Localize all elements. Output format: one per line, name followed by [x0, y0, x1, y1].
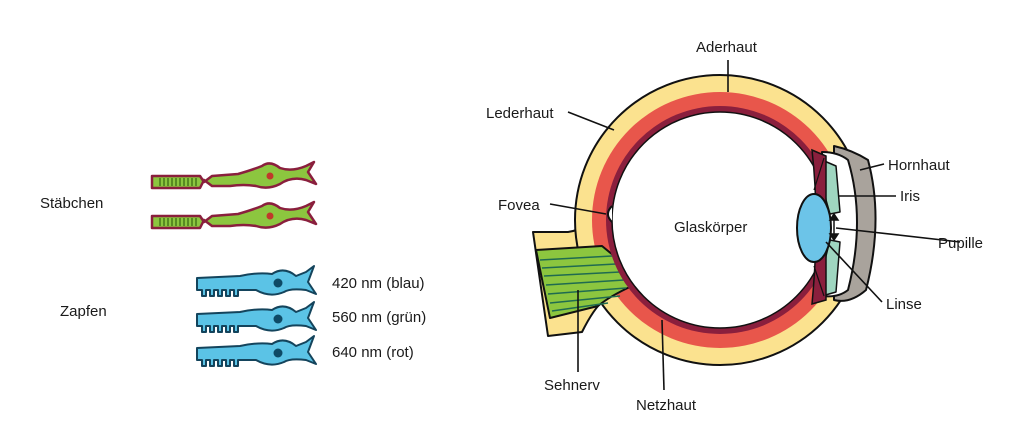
- choroid-label: Aderhaut: [696, 39, 758, 56]
- pupil-arrow: [828, 212, 840, 242]
- optic-nerve-label: Sehnerv: [544, 377, 600, 394]
- fovea-label: Fovea: [498, 197, 540, 214]
- cone-red-label: 640 nm (rot): [332, 344, 414, 361]
- vitreous-label: Glaskörper: [674, 219, 747, 236]
- cones-label: Zapfen: [60, 303, 107, 320]
- cornea-label: Hornhaut: [888, 157, 951, 174]
- leader-lines: [549, 60, 961, 391]
- cone-cell-red: [196, 335, 317, 367]
- lens: [796, 193, 832, 263]
- cone-green-label: 560 nm (grün): [332, 309, 426, 326]
- iris-label: Iris: [900, 188, 920, 205]
- rod-cell-1: [150, 160, 318, 190]
- cone-cell-blue: [196, 265, 317, 297]
- lens-label: Linse: [886, 296, 922, 313]
- sclera-label: Lederhaut: [486, 105, 554, 122]
- fovea: [607, 205, 613, 223]
- rod-cell-2: [150, 200, 318, 230]
- retina-label: Netzhaut: [636, 397, 697, 414]
- cone-blue-label: 420 nm (blau): [332, 275, 425, 292]
- rods-label: Stäbchen: [40, 195, 103, 212]
- cone-cell-green: [196, 301, 317, 333]
- pupil-label: Pupille: [938, 235, 983, 252]
